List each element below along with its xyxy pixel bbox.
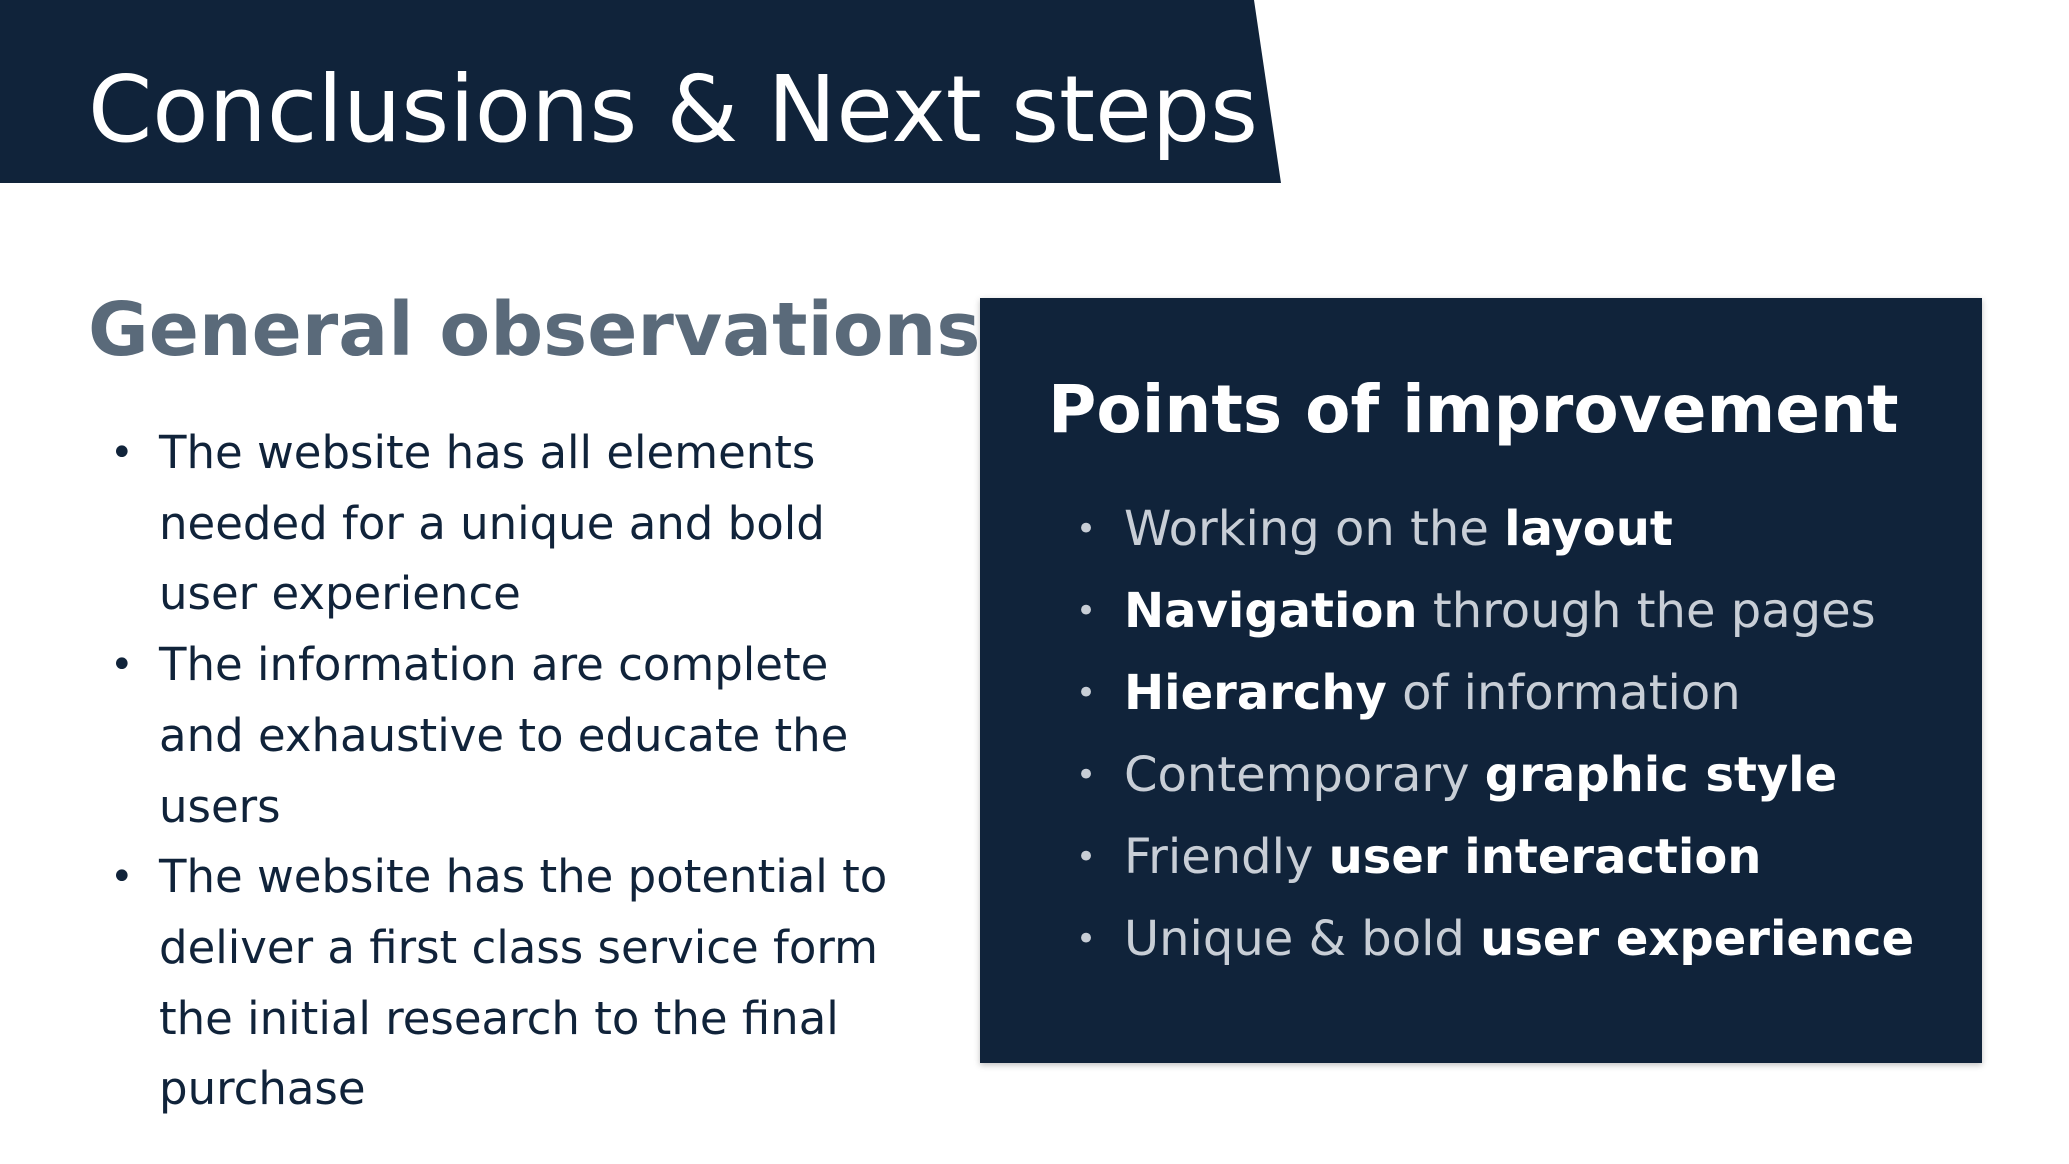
bullet-icon: • xyxy=(1076,919,1097,959)
title-banner xyxy=(0,0,1281,183)
list-item: • Contemporary graphic style xyxy=(1076,734,1914,816)
bullet-icon: • xyxy=(1076,837,1097,877)
observation-text: The website has the potential to deliver… xyxy=(159,850,888,1116)
item-text-regular: of information xyxy=(1386,665,1741,721)
bullet-icon: • xyxy=(1076,509,1097,549)
item-text-regular: Unique & bold xyxy=(1124,911,1481,967)
list-item: • The website has the potential to deliv… xyxy=(110,842,890,1125)
item-text-regular: Contemporary xyxy=(1124,747,1485,803)
list-item: • Hierarchy of information xyxy=(1076,652,1914,734)
bullet-icon: • xyxy=(1076,591,1097,631)
observation-text: The information are complete and exhaust… xyxy=(159,638,849,833)
slide-title: Conclusions & Next steps xyxy=(88,56,1259,163)
bullet-icon: • xyxy=(110,642,134,689)
item-text-regular: through the pages xyxy=(1417,583,1876,639)
improvement-list: • Working on the layout • Navigation thr… xyxy=(1076,488,1914,980)
list-item: • Working on the layout xyxy=(1076,488,1914,570)
list-item: • The information are complete and exhau… xyxy=(110,630,890,842)
item-text-bold: Navigation xyxy=(1124,583,1418,639)
list-item: • Unique & bold user experience xyxy=(1076,898,1914,980)
improvement-panel: Points of improvement • Working on the l… xyxy=(980,298,1982,1063)
item-text-regular: Friendly xyxy=(1124,829,1329,885)
item-text-bold: Hierarchy xyxy=(1124,665,1387,721)
observation-text: The website has all elements needed for … xyxy=(159,426,825,621)
bullet-icon: • xyxy=(1076,755,1097,795)
item-text-bold: user experience xyxy=(1480,911,1915,967)
bullet-icon: • xyxy=(110,430,134,476)
observations-list: • The website has all elements needed fo… xyxy=(110,418,890,1125)
item-text-regular: Working on the xyxy=(1124,501,1505,557)
observations-heading: General observations xyxy=(88,287,981,373)
bullet-icon: • xyxy=(110,854,134,901)
item-text-bold: graphic style xyxy=(1484,747,1838,803)
item-text-bold: user interaction xyxy=(1328,829,1762,885)
list-item: • Navigation through the pages xyxy=(1076,570,1914,652)
item-text-bold: layout xyxy=(1504,501,1673,557)
bullet-icon: • xyxy=(1076,673,1097,713)
list-item: • Friendly user interaction xyxy=(1076,816,1914,898)
list-item: • The website has all elements needed fo… xyxy=(110,418,890,630)
improvement-heading: Points of improvement xyxy=(1048,371,1899,448)
